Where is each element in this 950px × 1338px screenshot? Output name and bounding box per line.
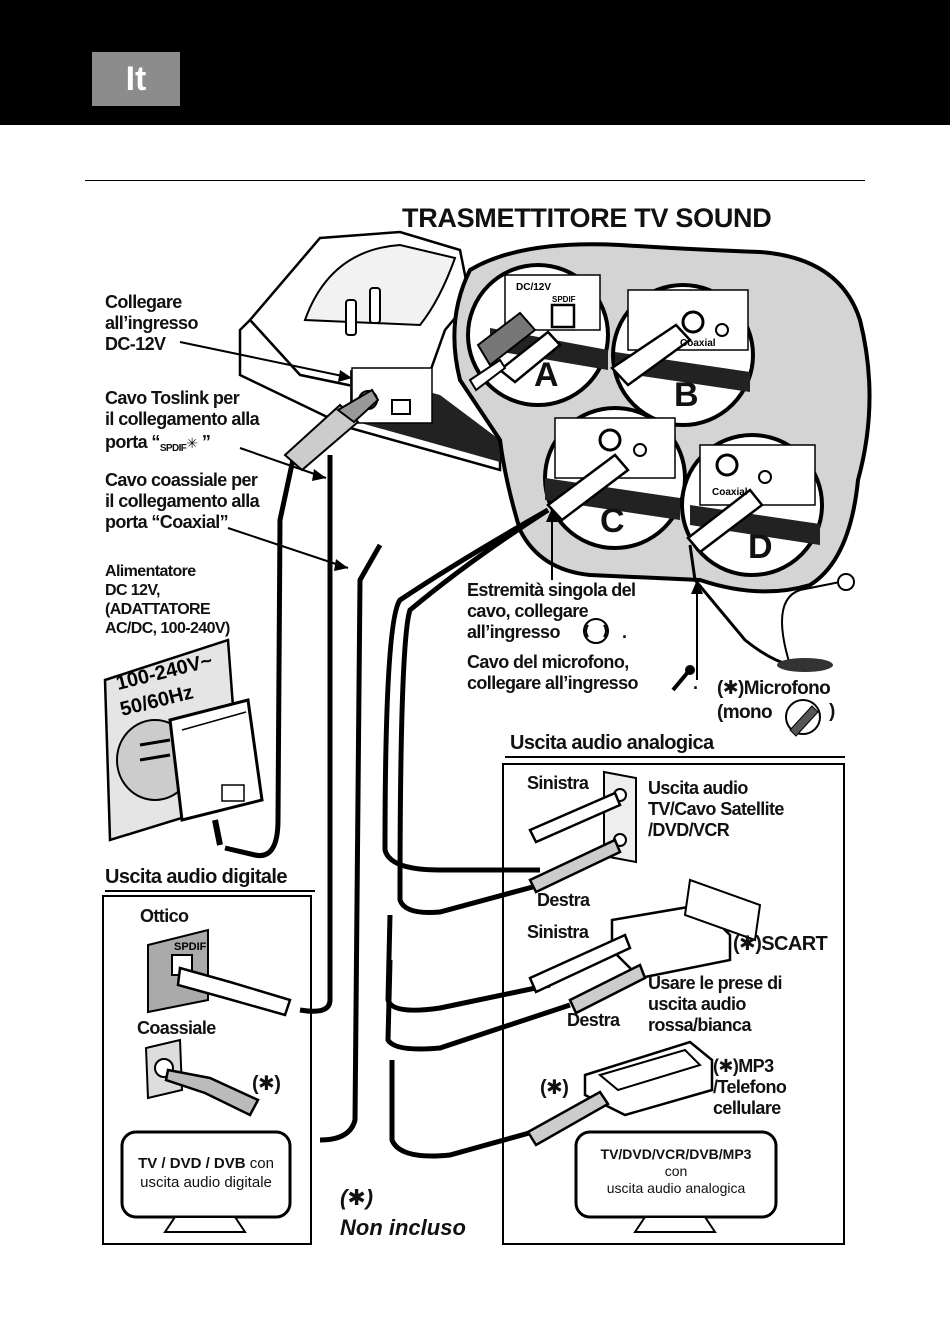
mp3-player: [526, 1040, 714, 1147]
analog-section-box: [502, 763, 845, 1245]
port-label-coaxial-d: Coaxial: [712, 487, 748, 498]
analog-section-title: Uscita audio analogica: [510, 732, 714, 754]
label-microphone: (✱)Microfono (mono: [717, 678, 831, 723]
digital-section-underline: [105, 890, 315, 892]
label-microphone-close: ): [829, 701, 835, 722]
optical-port-device: [147, 928, 292, 1017]
mono-plug-icon: [785, 699, 821, 737]
footnote-text: Non incluso: [340, 1215, 466, 1240]
header-rule: [85, 180, 865, 181]
label-analog-asterisk: (✱): [540, 1077, 569, 1099]
diagram-title: TRASMETTITORE TV SOUND: [402, 203, 772, 233]
coaxial-port-device: [144, 1038, 260, 1117]
tv-digital-label: TV / DVD / DVB con uscita audio digitale: [138, 1155, 274, 1191]
wireless-input-icon: [583, 618, 609, 644]
label-audio-source: Uscita audio TV/Cavo Satellite /DVD/VCR: [648, 778, 784, 840]
spdif-icon: SPDIF: [159, 443, 187, 454]
port-label-dc: DC/12V: [516, 282, 551, 293]
header-bar: It: [0, 0, 950, 125]
zoom-letter-b: B: [674, 376, 699, 414]
label-coax-cable: Cavo coassiale per il collegamento alla …: [105, 470, 260, 532]
zoom-circle-c: [543, 406, 687, 550]
callout-lines: [179, 341, 698, 680]
label-mic-cable: Cavo del microfono, collegare all’ingres…: [467, 652, 638, 693]
main-cables: [224, 449, 841, 1159]
label-scart-note: Usare le prese di uscita audio rossa/bia…: [648, 973, 782, 1035]
language-badge: It: [92, 52, 180, 106]
label-single-end-dot: .: [622, 622, 627, 642]
label-scart: (✱)SCART: [733, 933, 828, 955]
zoom-letter-c: C: [600, 502, 625, 540]
base-plugs: [283, 358, 507, 472]
microphone-input-icon: [671, 665, 695, 692]
scart-adapter: [528, 878, 762, 1015]
tv-analog-label: TV/DVD/VCR/DVB/MP3 con uscita audio anal…: [600, 1146, 752, 1196]
footnote: (✱) Non incluso: [340, 1183, 466, 1243]
label-mic-cable-dot: .: [693, 673, 698, 693]
label-digital-asterisk: (✱): [252, 1073, 281, 1095]
transmitter-base-station: [238, 230, 502, 472]
label-dc-input: Collegare all’ingresso DC-12V: [105, 292, 198, 354]
label-mp3: (✱)MP3 /Telefono cellulare: [713, 1056, 787, 1118]
power-adapter: [103, 638, 264, 846]
port-label-coaxial-b: Coaxial: [680, 338, 716, 349]
tv-analog: [574, 1130, 778, 1233]
label-left-1: Sinistra: [527, 773, 589, 793]
digital-section-title: Uscita audio digitale: [105, 866, 287, 888]
zoom-circle-d: [680, 433, 824, 577]
tv-digital: [120, 1130, 292, 1233]
label-right-1: Destra: [537, 890, 590, 910]
zoom-letter-a: A: [534, 356, 559, 394]
label-right-2: Destra: [567, 1010, 620, 1030]
zoom-letter-d: D: [748, 528, 773, 566]
label-toslink: Cavo Toslink per il collegamento alla: [105, 388, 260, 429]
optical-port-label: SPDIF: [174, 941, 207, 953]
analog-section-underline: [505, 756, 845, 758]
label-optical: Ottico: [140, 906, 189, 926]
zoom-circle-b: [610, 283, 755, 427]
label-toslink-port: porta “SPDIF✳ ”: [105, 432, 211, 454]
footnote-symbol: (✱): [340, 1185, 374, 1210]
label-power-supply: Alimentatore DC 12V, (ADATTATORE AC/DC, …: [105, 563, 230, 637]
port-label-spdif: SPDIF: [552, 295, 576, 304]
label-left-2: Sinistra: [527, 922, 589, 942]
digital-section-box: [102, 895, 312, 1245]
label-coaxial: Coassiale: [137, 1018, 216, 1038]
rca-panel: [528, 770, 637, 894]
label-single-end: Estremità singola del cavo, collegare al…: [467, 580, 636, 642]
